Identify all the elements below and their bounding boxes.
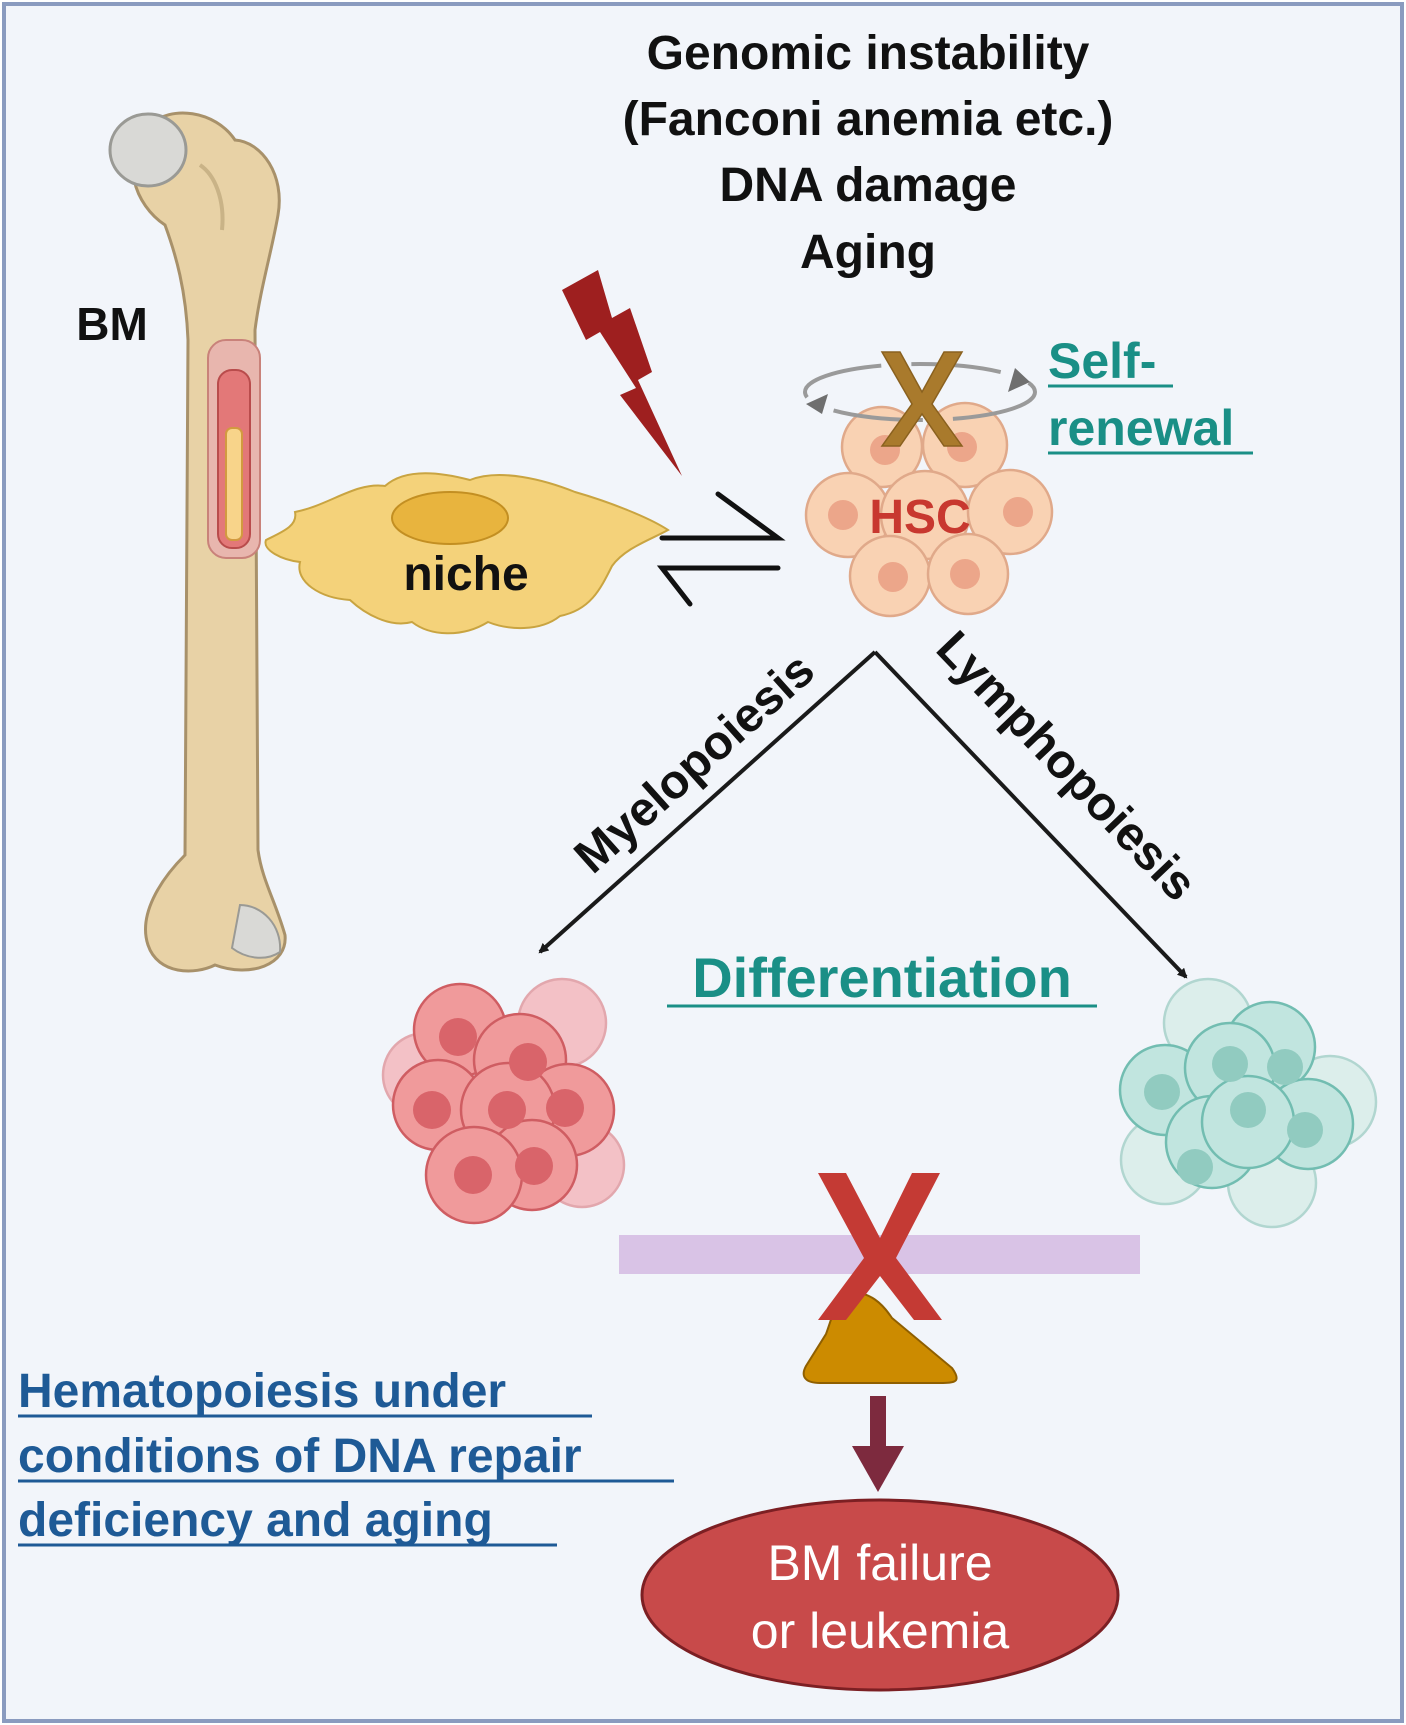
down-arrow-icon xyxy=(852,1396,904,1492)
niche-cell: niche xyxy=(264,472,670,635)
block-x-icon xyxy=(818,1173,942,1320)
differentiation-arrows xyxy=(538,650,1188,979)
broken-balance-icon xyxy=(619,1173,1140,1384)
equilibrium-arrows-icon xyxy=(656,491,786,607)
hsc-cluster: HSC xyxy=(804,401,1054,618)
lightning-bolt-icon xyxy=(562,270,682,476)
hsc-label: HSC xyxy=(869,491,970,544)
self-renewal-line-2: renewal xyxy=(1048,400,1234,456)
caption-line-2: conditions of DNA repair xyxy=(18,1430,582,1483)
outcome-line-1: BM failure xyxy=(767,1535,992,1591)
lymphoid-cell-cluster xyxy=(1118,977,1378,1229)
lymphopoiesis-arrow xyxy=(873,650,1188,979)
femur-bone-icon xyxy=(108,111,287,973)
myelopoiesis-arrow xyxy=(538,650,877,954)
self-renewal-label: Self- renewal xyxy=(1048,333,1253,456)
stressor-line-4: Aging xyxy=(800,226,936,279)
self-renewal-line-1: Self- xyxy=(1048,333,1156,389)
stressor-line-1: Genomic instability xyxy=(647,27,1090,80)
outcome-line-2: or leukemia xyxy=(751,1603,1010,1659)
stressor-line-3: DNA damage xyxy=(720,159,1017,212)
caption-line-3: deficiency and aging xyxy=(18,1494,493,1547)
caption: Hematopoiesis under conditions of DNA re… xyxy=(18,1365,674,1547)
stressor-line-2: (Fanconi anemia etc.) xyxy=(623,93,1114,146)
outcome-ellipse: BM failure or leukemia xyxy=(640,1498,1120,1692)
stressor-list: Genomic instability (Fanconi anemia etc.… xyxy=(623,27,1114,279)
differentiation-label: Differentiation xyxy=(692,946,1072,1009)
myeloid-cell-cluster xyxy=(381,977,626,1225)
bm-label: BM xyxy=(76,298,148,350)
niche-label: niche xyxy=(403,548,528,601)
blocked-cycle-icon xyxy=(803,351,1037,447)
caption-line-1: Hematopoiesis under xyxy=(18,1365,506,1418)
